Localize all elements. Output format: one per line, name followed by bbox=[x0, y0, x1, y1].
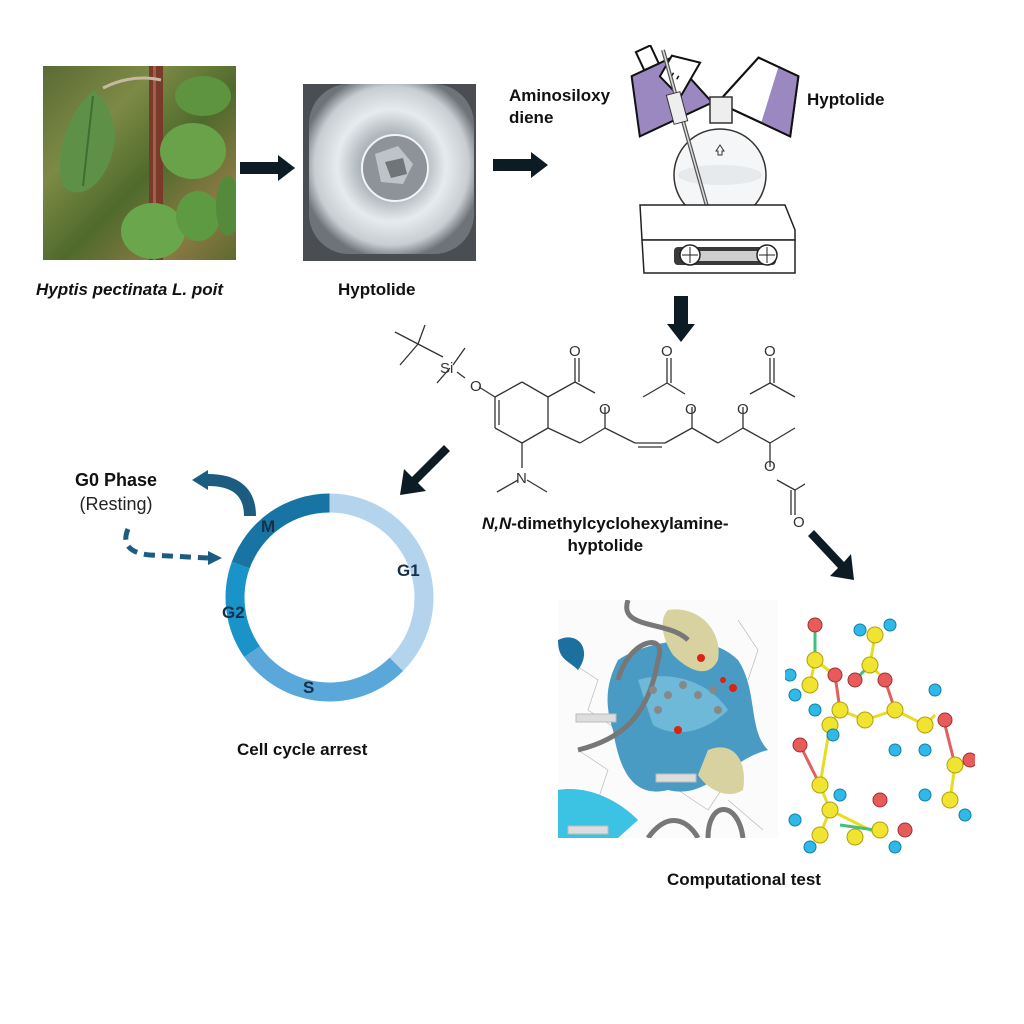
ball-and-stick-model bbox=[785, 617, 975, 854]
phase-label-s: S bbox=[303, 678, 315, 697]
cell-cycle-segment-m bbox=[231, 493, 330, 569]
phase-label-m: M bbox=[261, 517, 276, 536]
reagent-line-1: Aminosiloxy bbox=[509, 86, 611, 105]
product-name-italic: N,N bbox=[482, 514, 512, 533]
phase-label-g2: G2 bbox=[222, 603, 245, 622]
arrow-down-icon bbox=[667, 296, 695, 342]
cell-cycle-ring bbox=[225, 493, 434, 702]
computational-caption: Computational test bbox=[667, 870, 821, 889]
atom-o: O bbox=[737, 401, 749, 418]
hyptolide-label: Hyptolide bbox=[338, 280, 416, 299]
atom-o: O bbox=[764, 343, 776, 360]
atom-o: O bbox=[685, 401, 697, 418]
product-name-line-2: hyptolide bbox=[567, 536, 644, 555]
cell-cycle-segment-g2 bbox=[225, 561, 260, 658]
g0-reentry-dashed-arrow-icon bbox=[123, 528, 222, 565]
g0-label: G0 Phase (Resting) bbox=[75, 468, 157, 516]
g0-exit-arrow-icon bbox=[192, 470, 256, 516]
atom-o: O bbox=[661, 343, 673, 360]
reagent-hyptolide-label: Hyptolide bbox=[807, 90, 885, 109]
cell-cycle-caption: Cell cycle arrest bbox=[237, 740, 368, 759]
atom-o: O bbox=[764, 458, 776, 475]
reagent-aminosiloxy-label: Aminosiloxy diene bbox=[509, 85, 610, 129]
atom-n: N bbox=[516, 470, 527, 487]
product-name: N,N-dimethylcyclohexylamine- hyptolide bbox=[482, 513, 729, 557]
cell-cycle-segment-g1 bbox=[329, 493, 434, 672]
chemical-structure bbox=[394, 324, 805, 515]
cell-cycle-segment-s bbox=[244, 646, 404, 702]
arrow-down-left-icon bbox=[400, 445, 450, 495]
product-name-rest: -dimethylcyclohexylamine- bbox=[511, 514, 729, 533]
atom-o: O bbox=[569, 343, 581, 360]
protein-ligand-docking bbox=[558, 600, 778, 838]
arrow-down-right-icon bbox=[808, 530, 854, 580]
reagent-line-2: diene bbox=[509, 108, 554, 127]
crystal-vial-photo bbox=[303, 84, 476, 261]
g0-title: G0 Phase bbox=[75, 470, 158, 490]
plant-photo bbox=[43, 66, 236, 260]
arrow-right-icon bbox=[493, 152, 548, 178]
atom-o: O bbox=[793, 514, 805, 531]
product-name-line-1: N,N-dimethylcyclohexylamine- bbox=[482, 513, 729, 535]
g0-subtitle: (Resting) bbox=[79, 494, 153, 514]
atom-si: Si bbox=[440, 360, 454, 377]
plant-label: Hyptis pectinata L. poit bbox=[36, 280, 224, 299]
arrow-right-icon bbox=[240, 155, 295, 181]
stirring-hotplate-flask bbox=[630, 45, 800, 274]
phase-label-g1: G1 bbox=[397, 561, 420, 580]
atom-o: O bbox=[470, 378, 482, 395]
atom-o: O bbox=[599, 401, 611, 418]
